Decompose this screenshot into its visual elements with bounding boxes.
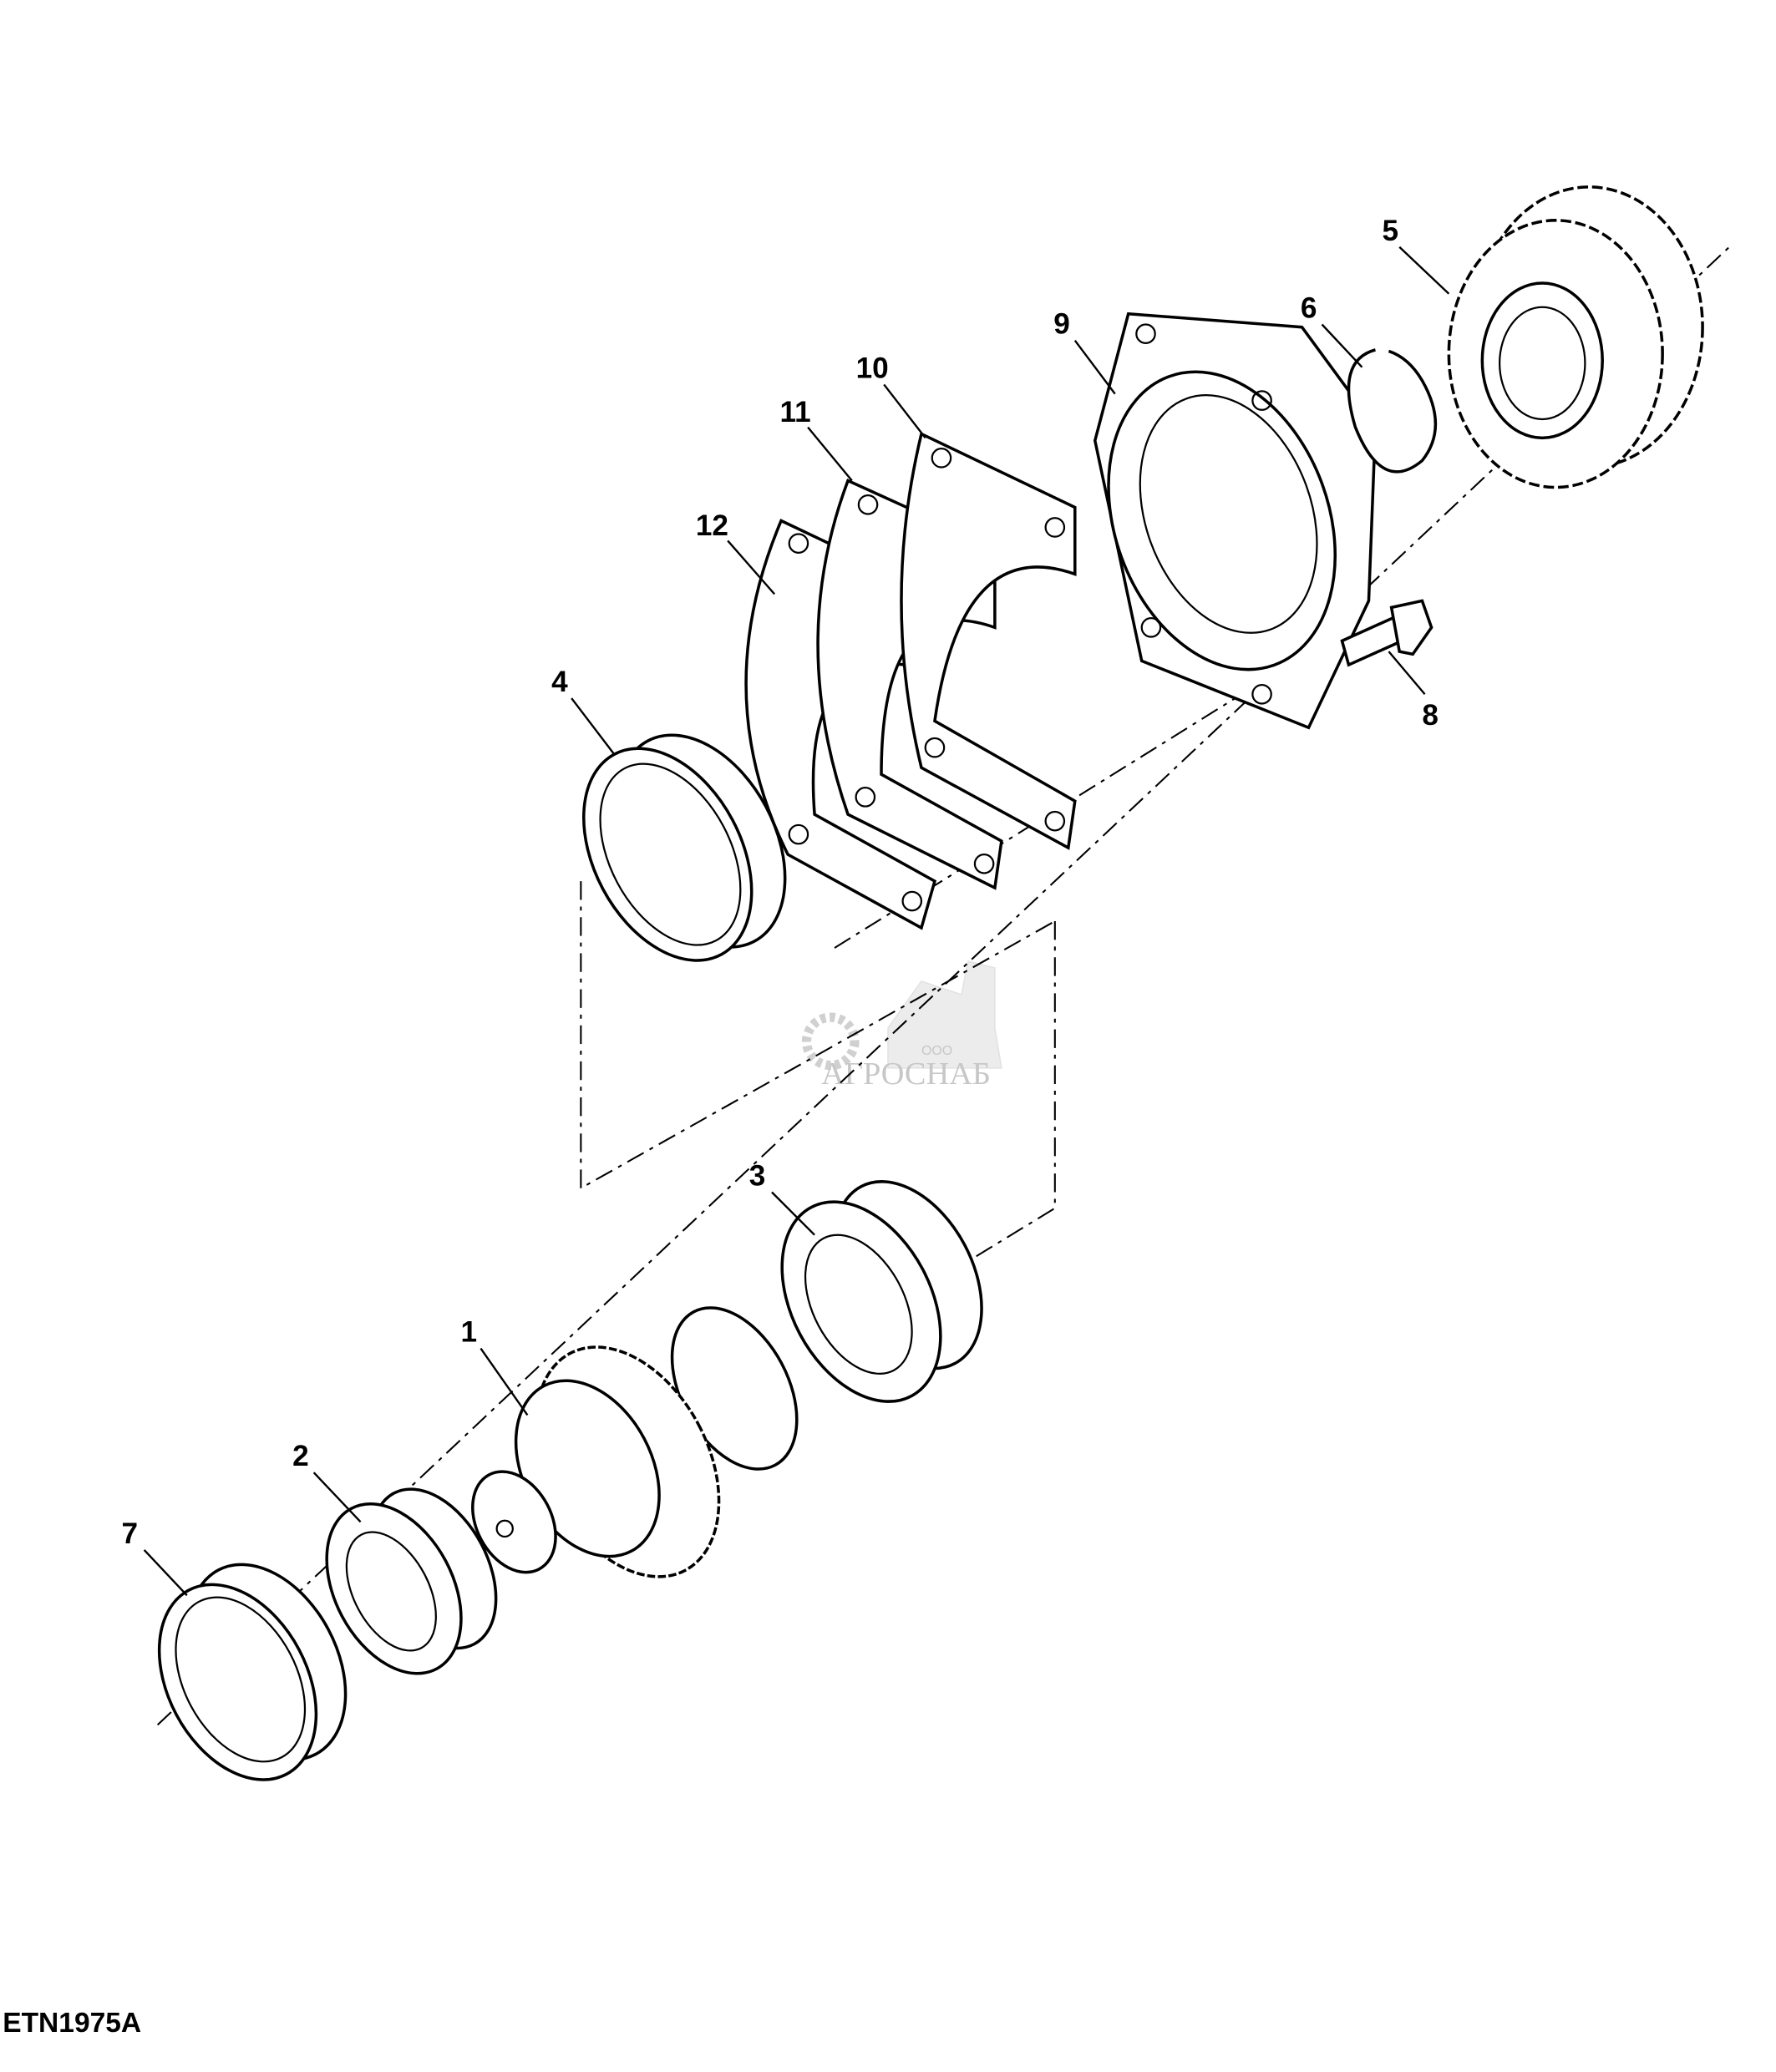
part-10-shim: [900, 432, 1077, 850]
part-9-bearing-housing: [1093, 312, 1378, 730]
watermark-name: АГРОСНАБ: [821, 1056, 991, 1092]
callout-5: 5: [1382, 215, 1398, 247]
gear-logo-icon: [801, 1012, 860, 1071]
callout-1: 1: [460, 1316, 477, 1349]
part-4-bearing-cup: [582, 733, 787, 962]
callout-12: 12: [696, 509, 728, 542]
part-2-bearing-cone: [325, 1487, 498, 1675]
callout-9: 9: [1053, 308, 1070, 341]
assembly-guide-left: [580, 881, 1056, 1190]
callout-10: 10: [856, 352, 889, 384]
part-8-cap-screw: [1340, 599, 1433, 667]
leader-lines: [143, 246, 1450, 1597]
callout-7: 7: [121, 1517, 138, 1550]
part-7-bearing-cup: [157, 1563, 348, 1781]
callout-6: 6: [1301, 292, 1317, 325]
callout-4: 4: [551, 666, 568, 698]
watermark-prefix: ООО: [921, 1044, 952, 1058]
callout-3: 3: [749, 1160, 766, 1193]
part-3-bearing-cone: [780, 1180, 983, 1403]
part-6-snap-ring: [1347, 348, 1438, 474]
callout-11: 11: [780, 396, 811, 428]
part-5-helical-gear: [1447, 185, 1704, 489]
figure-id: ETN1975A: [3, 2008, 141, 2039]
callout-8: 8: [1422, 699, 1439, 732]
part-1-gear-shaft: [471, 1306, 799, 1578]
callout-2: 2: [292, 1440, 309, 1472]
combine-harvester-icon: [887, 960, 1002, 1069]
watermark-logo: ООО АГРОСНАБ: [801, 960, 1002, 1092]
